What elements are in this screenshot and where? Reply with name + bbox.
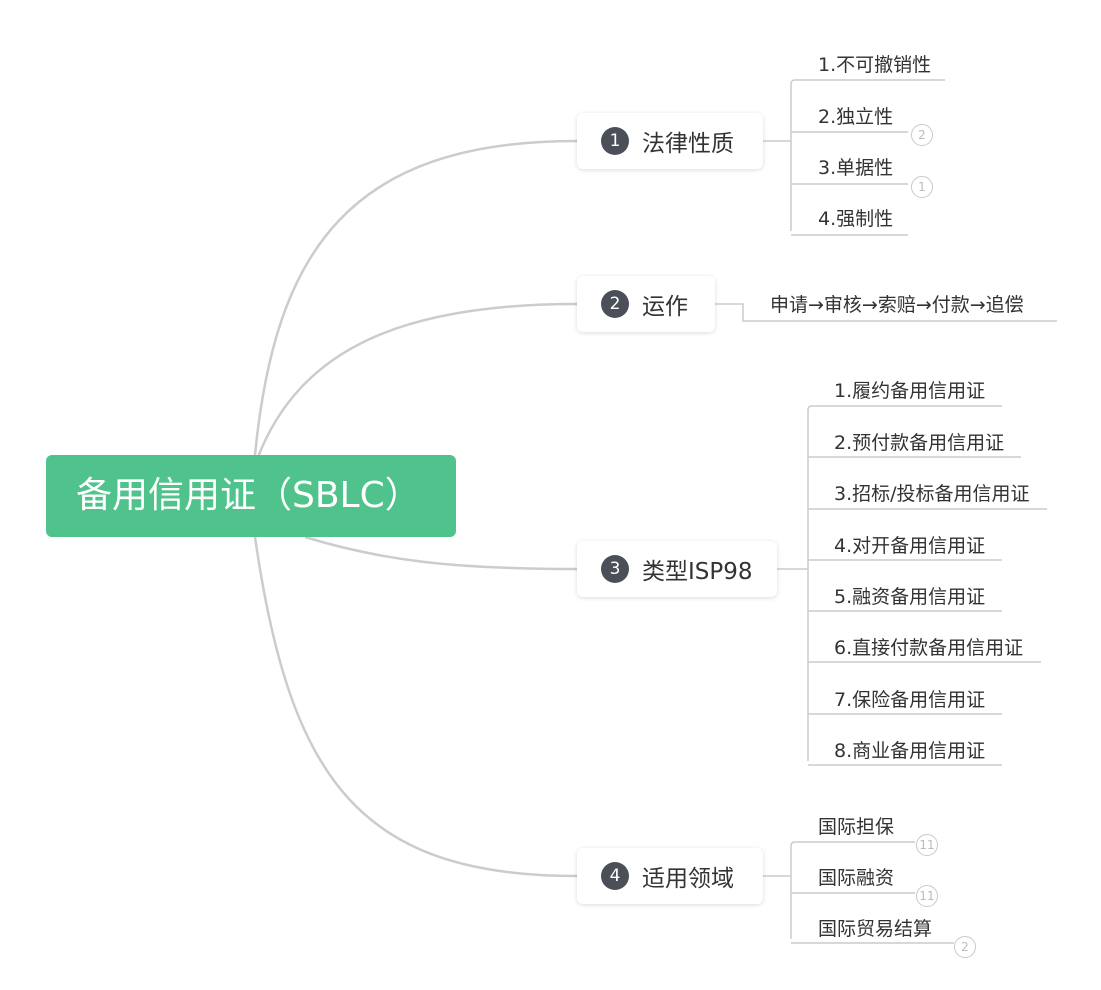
leaf-topic[interactable]: 2.预付款备用信用证 [834,432,1005,454]
branch-topic-label: 类型ISP98 [642,559,753,585]
leaf-topic[interactable]: 1.履约备用信用证 [834,380,986,402]
branch-number-badge: 3 [601,555,629,583]
connector-branch-3-underline-1 [807,405,1002,411]
leaf-topic[interactable]: 7.保险备用信用证 [834,689,986,711]
leaf-topic[interactable]: 5.融资备用信用证 [834,586,986,608]
leaf-topic[interactable]: 2.独立性 [818,106,894,128]
sub-topic-count-badge[interactable]: 2 [954,936,976,958]
leaf-topic[interactable]: 申请→审核→索赔→付款→追偿 [770,294,1024,316]
leaf-topic[interactable]: 4.对开备用信用证 [834,535,986,557]
leaf-topic[interactable]: 6.直接付款备用信用证 [834,637,1024,659]
connector-branch-4-underline-1 [790,841,915,847]
branch-topic-label: 法律性质 [642,131,734,157]
branch-topic-operation[interactable]: 2 运作 [577,276,715,332]
sub-topic-count-badge[interactable]: 2 [911,124,933,146]
sub-topic-count-badge[interactable]: 1 [911,176,933,198]
leaf-topic[interactable]: 国际担保 [818,816,895,838]
leaf-topic[interactable]: 国际融资 [818,867,895,889]
sub-topic-count-badge[interactable]: 11 [916,834,938,856]
connector-central-branch-1 [253,139,578,456]
branch-topic-label: 适用领域 [642,866,734,892]
central-topic[interactable]: 备用信用证（SBLC） [46,455,456,537]
leaf-topic[interactable]: 3.单据性 [818,157,894,179]
leaf-topic[interactable]: 国际贸易结算 [818,918,933,940]
branch-topic-legal-nature[interactable]: 1 法律性质 [577,113,763,169]
branch-number-badge: 4 [601,862,629,890]
central-topic-label: 备用信用证（SBLC） [76,475,421,516]
branch-number-badge: 1 [601,127,629,155]
connector-central-branch-3 [304,535,578,571]
connector-branch-1-underline-1 [790,79,945,85]
connector-branch-2-leaf-1 [715,303,1057,322]
branch-topic-types-isp98[interactable]: 3 类型ISP98 [577,541,777,597]
connector-central-branch-2 [256,302,578,458]
leaf-topic[interactable]: 1.不可撤销性 [818,54,932,76]
leaf-topic[interactable]: 8.商业备用信用证 [834,740,986,762]
sub-topic-count-badge[interactable]: 11 [916,885,938,907]
leaf-topic[interactable]: 3.招标/投标备用信用证 [834,483,1030,505]
leaf-topic[interactable]: 4.强制性 [818,208,894,230]
connector-central-branch-4 [253,536,578,878]
branch-topic-label: 运作 [642,294,688,320]
branch-number-badge: 2 [601,290,629,318]
branch-topic-application-fields[interactable]: 4 适用领域 [577,848,763,904]
